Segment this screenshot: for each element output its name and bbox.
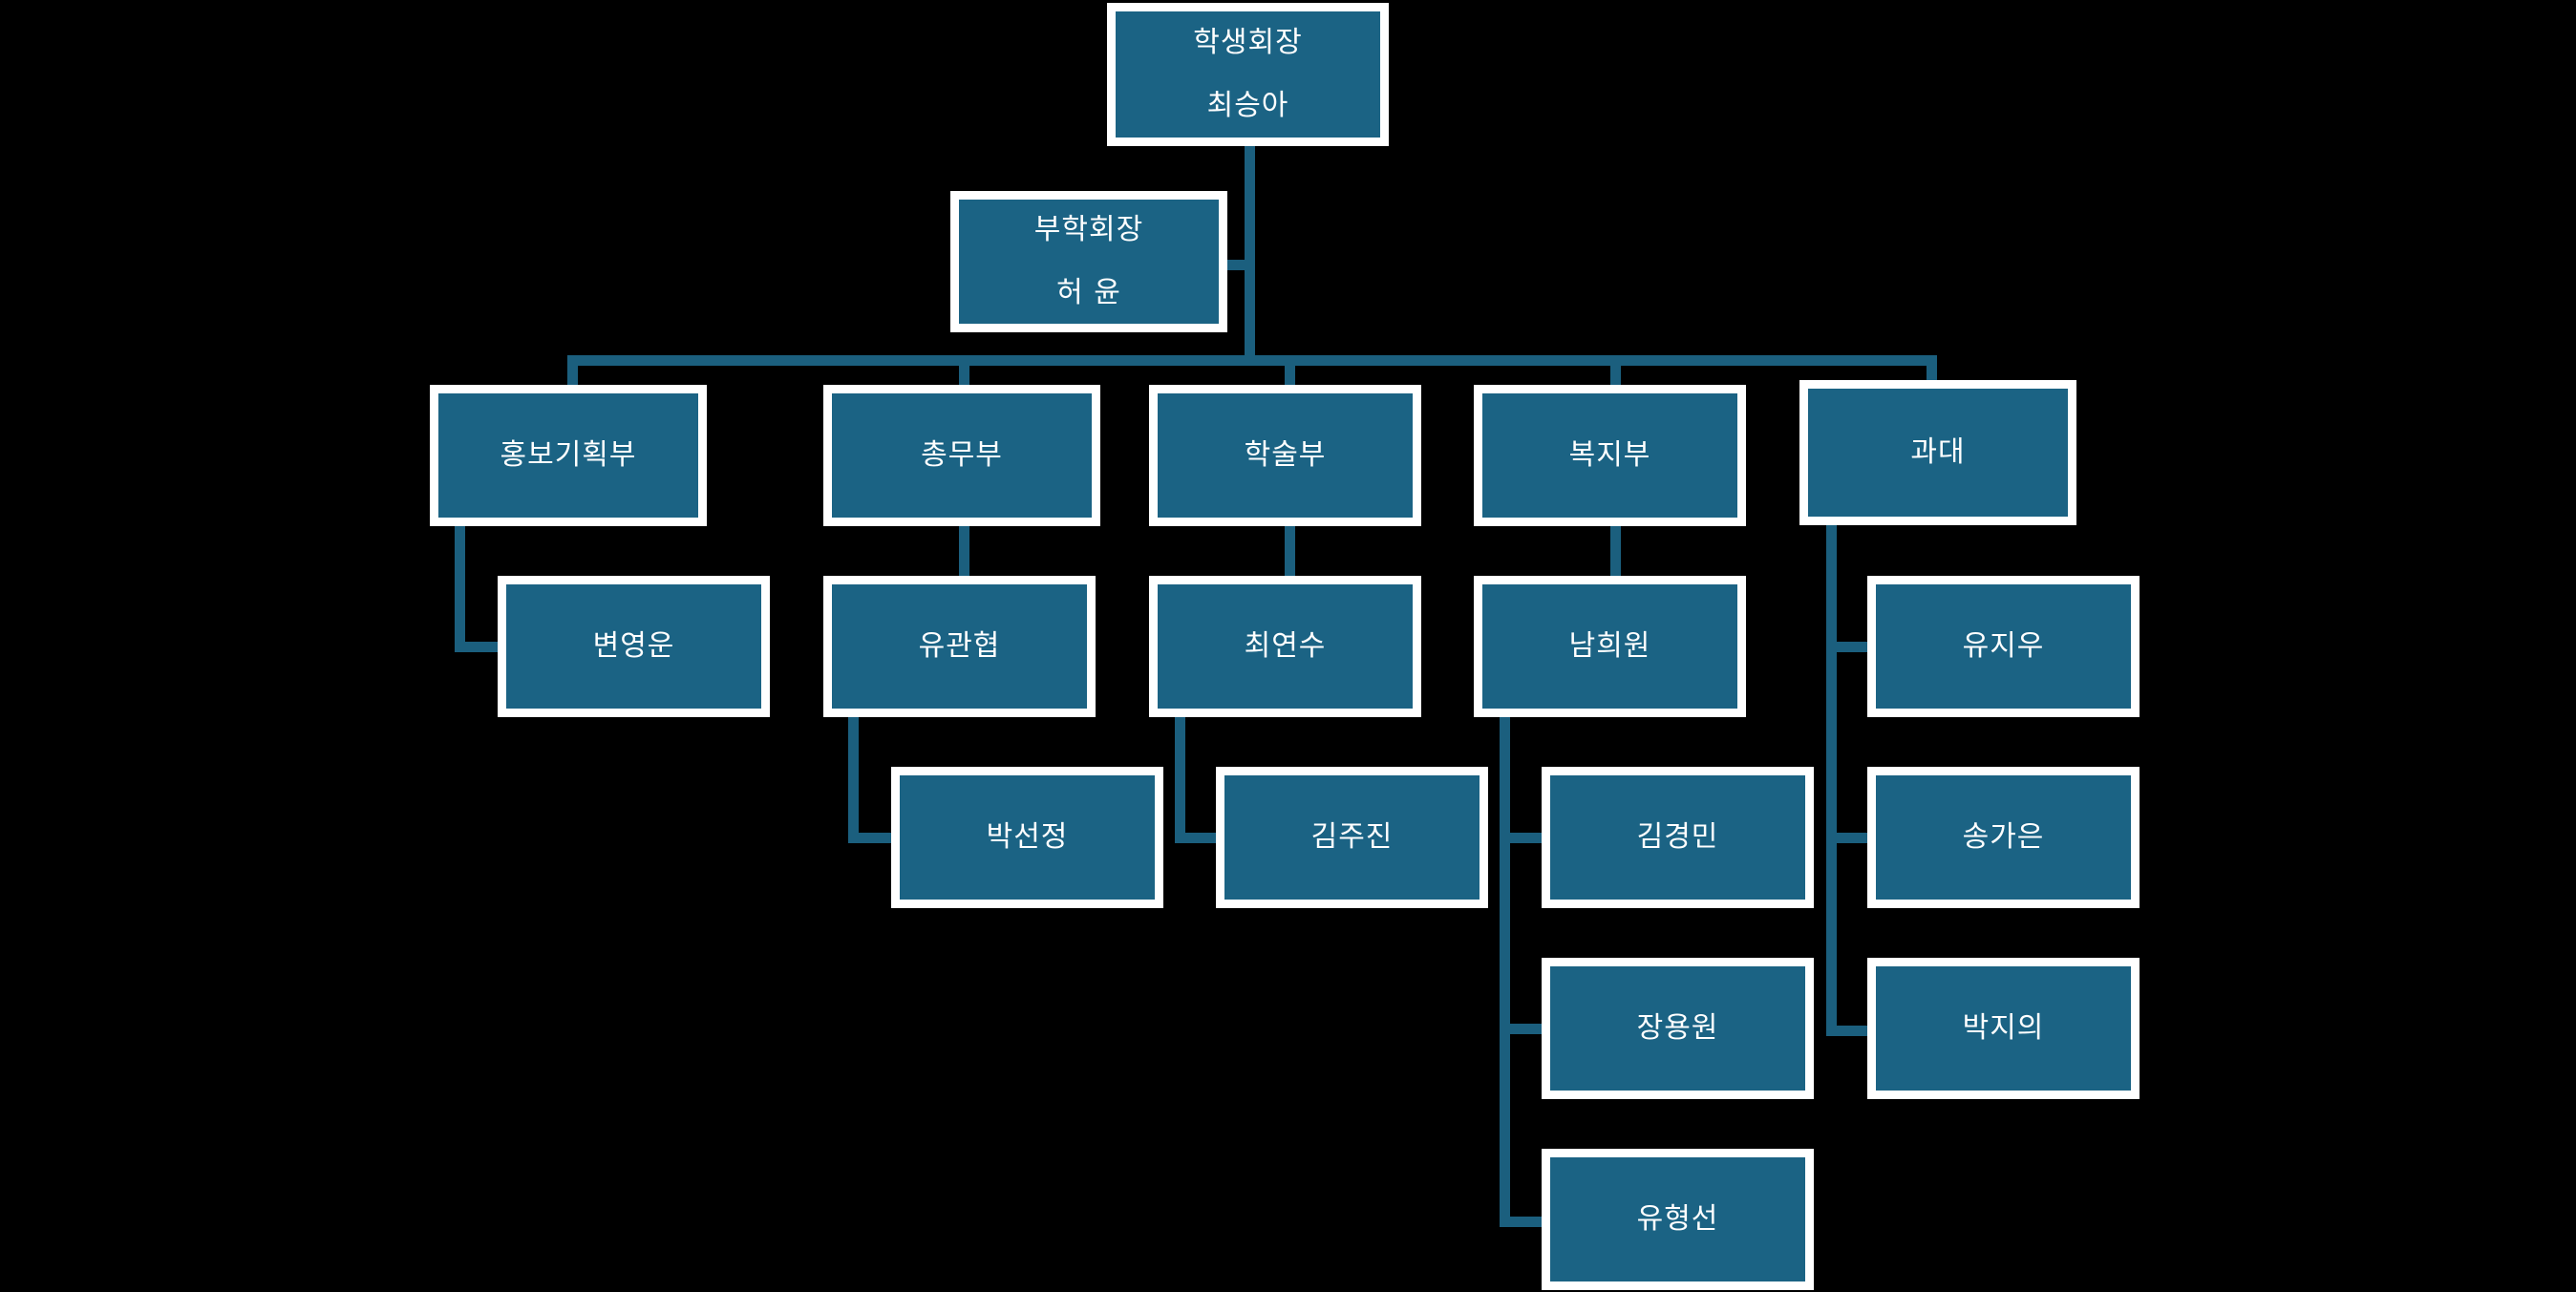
node-member-남희원[interactable]: 남희원 xyxy=(1474,576,1746,717)
department-label: 홍보기획부 xyxy=(500,437,637,472)
connector-drop-dept-4 xyxy=(1610,355,1621,386)
node-department-과대[interactable]: 과대 xyxy=(1799,380,2076,525)
connector-dept1-member1-horz xyxy=(455,642,498,652)
connector-dept4-member1 xyxy=(1610,523,1621,576)
connector-drop-dept-5 xyxy=(1927,355,1937,386)
connector-dept4-member2-horz xyxy=(1500,833,1545,843)
connector-department-bus xyxy=(567,355,1937,366)
member-label: 김주진 xyxy=(1310,819,1394,854)
connector-dept4-member3-horz xyxy=(1500,1024,1545,1034)
member-label: 남희원 xyxy=(1568,628,1651,663)
member-label: 김경민 xyxy=(1636,819,1719,854)
member-label: 송가은 xyxy=(1962,819,2045,854)
member-label: 유관협 xyxy=(918,628,1001,663)
connector-dept5-spine xyxy=(1826,523,1837,1036)
node-vice-president[interactable]: 부학회장 허 윤 xyxy=(950,191,1227,332)
node-member-장용원[interactable]: 장용원 xyxy=(1542,958,1814,1099)
connector-dept2-member1 xyxy=(959,523,969,576)
node-member-김주진[interactable]: 김주진 xyxy=(1216,767,1488,908)
node-department-총무부[interactable]: 총무부 xyxy=(823,385,1100,526)
department-label: 학술부 xyxy=(1244,437,1327,472)
connector-vice-president-stub xyxy=(1224,260,1248,270)
connector-dept3-member2-vert xyxy=(1175,714,1185,843)
connector-drop-dept-1 xyxy=(567,355,578,386)
member-label: 유형선 xyxy=(1636,1201,1719,1236)
vice-president-role: 부학회장 xyxy=(1033,212,1144,246)
node-department-복지부[interactable]: 복지부 xyxy=(1474,385,1746,526)
node-member-최연수[interactable]: 최연수 xyxy=(1149,576,1421,717)
connector-drop-dept-2 xyxy=(959,355,969,386)
node-president[interactable]: 학생회장 최승아 xyxy=(1107,3,1389,146)
department-label: 총무부 xyxy=(921,437,1003,472)
node-member-박선정[interactable]: 박선정 xyxy=(891,767,1163,908)
department-label: 과대 xyxy=(1910,434,1966,469)
president-role: 학생회장 xyxy=(1193,25,1303,59)
node-department-홍보기획부[interactable]: 홍보기획부 xyxy=(430,385,707,526)
connector-dept5-member3-horz xyxy=(1826,1026,1869,1036)
member-label: 유지우 xyxy=(1962,628,2045,663)
node-member-박지의[interactable]: 박지의 xyxy=(1867,958,2140,1099)
connector-dept5-member2-horz xyxy=(1826,833,1869,843)
president-name: 최승아 xyxy=(1206,89,1289,122)
connector-dept4-member4-horz xyxy=(1500,1217,1545,1227)
member-label: 장용원 xyxy=(1636,1010,1719,1045)
department-label: 복지부 xyxy=(1568,437,1651,472)
node-member-유관협[interactable]: 유관협 xyxy=(823,576,1096,717)
node-member-김경민[interactable]: 김경민 xyxy=(1542,767,1814,908)
member-label: 박지의 xyxy=(1962,1010,2045,1045)
connector-dept4-spine xyxy=(1500,714,1510,1227)
member-label: 변영운 xyxy=(592,628,675,663)
connector-dept2-member2-horz xyxy=(848,833,894,843)
node-member-변영운[interactable]: 변영운 xyxy=(498,576,770,717)
node-member-유지우[interactable]: 유지우 xyxy=(1867,576,2140,717)
member-label: 최연수 xyxy=(1244,628,1327,663)
node-department-학술부[interactable]: 학술부 xyxy=(1149,385,1421,526)
connector-dept3-member1 xyxy=(1285,523,1295,576)
connector-dept1-member1-vert xyxy=(455,523,465,652)
connector-dept5-member1-horz xyxy=(1826,642,1869,652)
connector-president-trunk xyxy=(1245,143,1255,365)
connector-drop-dept-3 xyxy=(1285,355,1295,386)
connector-dept3-member2-horz xyxy=(1175,833,1218,843)
node-member-송가은[interactable]: 송가은 xyxy=(1867,767,2140,908)
vice-president-name: 허 윤 xyxy=(1056,276,1121,309)
member-label: 박선정 xyxy=(986,819,1069,854)
node-member-유형선[interactable]: 유형선 xyxy=(1542,1149,1814,1290)
connector-dept2-member2-vert xyxy=(848,714,859,843)
